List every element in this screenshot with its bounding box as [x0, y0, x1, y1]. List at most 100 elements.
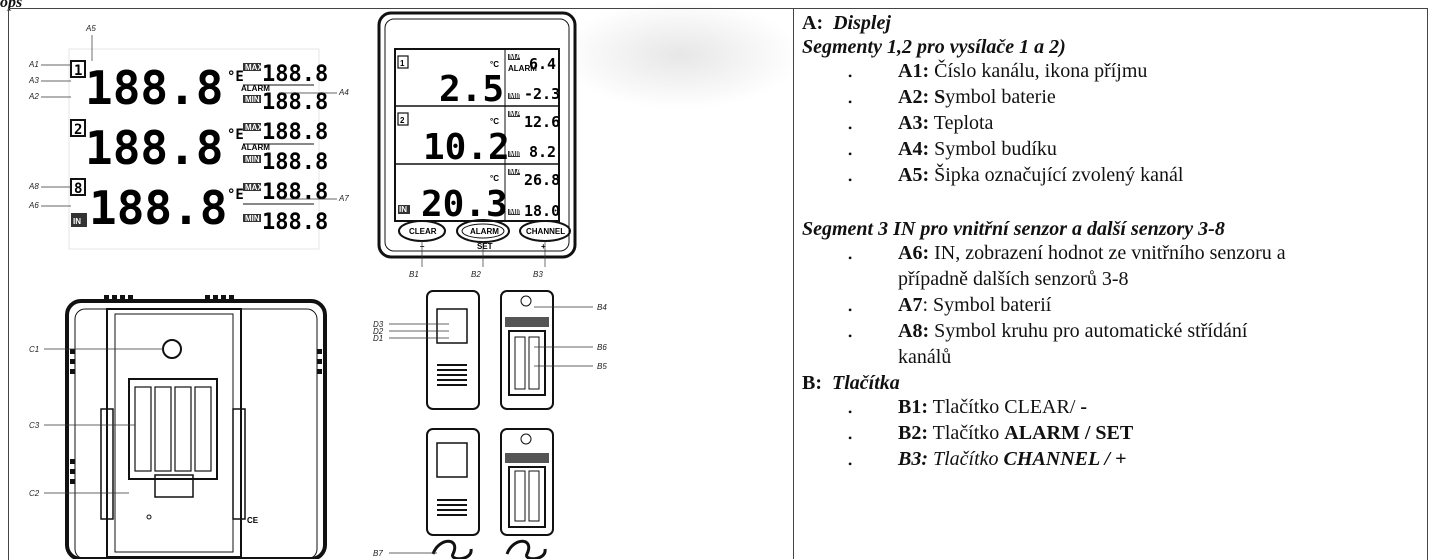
- callout-d3: D3: [373, 320, 384, 329]
- callout-b5: B5: [597, 362, 607, 371]
- page-label: ops: [0, 0, 23, 11]
- table-divider: [793, 8, 794, 559]
- callout-c3: C3: [29, 421, 40, 430]
- item-b2: B2: Tlačítko ALARM / SET: [898, 422, 1134, 444]
- callout-b4: B4: [597, 303, 607, 312]
- bullet: •: [848, 121, 853, 135]
- bullet: •: [848, 69, 853, 83]
- item-b3: B3: Tlačítko CHANNEL / +: [898, 448, 1127, 470]
- section-b-heading: B: Tlačítka: [802, 372, 900, 394]
- station-row1-channel: 1: [400, 59, 405, 68]
- lcd-row1-alarm: ALARM: [241, 84, 270, 93]
- svg-text:°C: °C: [490, 60, 499, 69]
- bullet: •: [848, 329, 853, 343]
- segments-1-2-heading: Segmenty 1,2 pro vysílače 1 a 2): [802, 36, 1066, 58]
- svg-text:–: –: [420, 242, 425, 251]
- station-row3-channel: IN: [399, 205, 407, 214]
- lcd-row2-unit: °E: [227, 127, 244, 143]
- lcd-row2-alarm: ALARM: [241, 143, 270, 152]
- svg-text:CLEAR: CLEAR: [409, 227, 437, 236]
- bullet: •: [848, 431, 853, 445]
- channel-2-box: [70, 119, 86, 137]
- svg-text:MIN: MIN: [509, 91, 524, 100]
- bullet: •: [848, 173, 853, 187]
- station-row3-temp: 20.3: [421, 184, 508, 225]
- hanging-hole: [162, 339, 182, 359]
- callout-a6: A6: [28, 201, 39, 210]
- lcd-row3-unit: °E: [227, 187, 244, 203]
- segment-3-heading: Segment 3 IN pro vnitřní senzor a další …: [802, 218, 1225, 240]
- lcd-row2-temp: 188.8: [85, 121, 223, 175]
- callout-b7: B7: [373, 549, 383, 558]
- lcd-row3-min: 188.8: [262, 210, 328, 235]
- svg-text:MAX: MAX: [509, 52, 527, 61]
- channel-1-box: [70, 60, 86, 78]
- bullet: •: [848, 147, 853, 161]
- bullet: •: [848, 251, 853, 265]
- item-a4: A4: Symbol budíku: [898, 138, 1057, 160]
- station-row1-temp: 2.5: [439, 69, 504, 110]
- section-a-heading: A: Displej: [802, 12, 891, 34]
- battery-compartment: [128, 378, 218, 480]
- station-row1-max: 6.4: [529, 55, 556, 73]
- item-a6-cont: případně dalších senzorů 3-8: [898, 268, 1129, 290]
- callout-b6: B6: [597, 343, 607, 352]
- sensor-views: D3 D2 D1 B4 B6 B5 B7: [373, 290, 607, 559]
- item-a6: A6: IN, zobrazení hodnot ze vnitřního se…: [898, 242, 1286, 264]
- svg-text:MIN: MIN: [509, 207, 524, 216]
- station-row1-min: -2.3: [524, 85, 560, 103]
- callout-a7: A7: [338, 194, 349, 203]
- lcd-row2-min: 188.8: [262, 150, 328, 175]
- svg-text:MIN: MIN: [245, 95, 260, 104]
- svg-text:MIN: MIN: [245, 155, 260, 164]
- callout-a4: A4: [338, 88, 349, 97]
- svg-text:MAX: MAX: [245, 123, 263, 132]
- lcd-channel-1: 1: [74, 63, 82, 79]
- callout-a1: A1: [28, 60, 39, 69]
- svg-text:°C: °C: [490, 174, 499, 183]
- lcd-channel-8: 8: [74, 181, 82, 197]
- item-a7: A7: Symbol baterií: [898, 294, 1052, 316]
- item-a8: A8: Symbol kruhu pro automatické střídán…: [898, 320, 1248, 342]
- callout-d2: D2: [373, 327, 384, 336]
- svg-text:SET: SET: [477, 242, 493, 251]
- bullet: •: [848, 303, 853, 317]
- station-front-view: 1 2.5 °C MAX ALARM 6.4 MIN -2.3 2 10.2 °…: [377, 11, 577, 279]
- svg-text:°C: °C: [490, 117, 499, 126]
- lcd-row1-unit: °E: [227, 69, 244, 85]
- callout-a3: A3: [28, 76, 39, 85]
- svg-text:MAX: MAX: [245, 63, 263, 72]
- svg-text:CHANNEL: CHANNEL: [526, 227, 565, 236]
- item-a5: A5: Šipka označující zvolený kanál: [898, 164, 1184, 186]
- svg-text:MAX: MAX: [509, 109, 527, 118]
- svg-text:MAX: MAX: [509, 167, 527, 176]
- ce-mark: CE: [247, 516, 259, 525]
- section-b-title: Tlačítka: [832, 372, 900, 394]
- product-figure: 1 188.8 °E MAX ALARM 188.8 MIN 188.8 2 1…: [28, 11, 607, 559]
- lcd-row1-temp: 188.8: [85, 61, 223, 115]
- station-row2-channel: 2: [400, 116, 405, 125]
- item-a1: A1: Číslo kanálu, ikona příjmu: [898, 60, 1148, 82]
- callout-b2: B2: [471, 270, 481, 279]
- lcd-segment-diagram: 1 188.8 °E MAX ALARM 188.8 MIN 188.8 2 1…: [28, 24, 349, 250]
- svg-text:+: +: [541, 242, 546, 251]
- station-row2-min: 8.2: [529, 143, 556, 161]
- station-row3-max: 26.8: [524, 171, 560, 189]
- callout-a8: A8: [28, 182, 39, 191]
- item-a3: A3: Teplota: [898, 112, 994, 134]
- lcd-in-badge: [71, 213, 87, 227]
- station-back-view: CE C1 C3 C2: [29, 295, 327, 559]
- callout-b3: B3: [533, 270, 543, 279]
- bullet: •: [848, 95, 853, 109]
- bullet: •: [848, 457, 853, 471]
- callout-c2: C2: [29, 489, 40, 498]
- callout-b1: B1: [409, 270, 419, 279]
- lcd-row2-max: 188.8: [262, 120, 328, 145]
- lcd-row1-min: 188.8: [262, 90, 328, 115]
- bullet: •: [848, 405, 853, 419]
- svg-text:ALARM: ALARM: [470, 227, 499, 236]
- lcd-row1-max-badge: [243, 63, 261, 71]
- station-row2-temp: 10.2: [423, 127, 510, 168]
- station-row2-max: 12.6: [524, 113, 560, 131]
- background-watermark: [560, 0, 800, 110]
